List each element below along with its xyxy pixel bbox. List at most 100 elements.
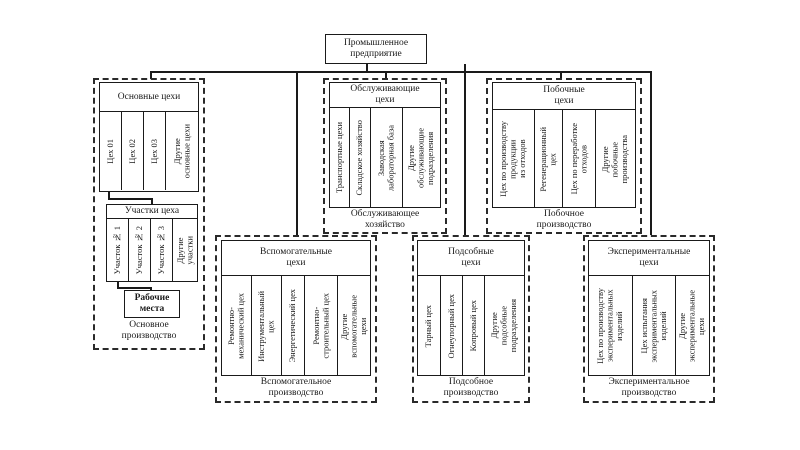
main-workshops-header: Основные цехи — [100, 83, 198, 112]
main-item-label: Цех 03 — [148, 138, 159, 164]
auxiliary-item: Энергетический цех — [282, 276, 305, 376]
section-item-label: Участок № 3 — [155, 225, 166, 275]
root-node-enterprise: Промышленное предприятие — [325, 34, 427, 64]
service-item: Заводская лабораторная база — [371, 108, 403, 208]
subsidiary-item-label: Тарный цех — [423, 304, 434, 348]
group-service — [323, 78, 447, 234]
service-item-label: Заводская лабораторная база — [376, 124, 396, 192]
connector-service-drop — [385, 71, 387, 79]
group-auxiliary — [215, 235, 377, 403]
byproduct-item: Другие побочные производства — [596, 110, 635, 208]
subsidiary-title: Подсобные цехи — [448, 247, 494, 268]
connector-aux-vertical — [296, 71, 298, 235]
connector-main-to-sections-v2 — [151, 198, 153, 204]
subsidiary-item-label: Копровый цех — [467, 300, 478, 352]
auxiliary-item: Другие вспомогательные цехи — [338, 276, 370, 376]
service-caption: Обслуживающее хозяйство — [350, 209, 420, 230]
byproduct-item: Регенерационный цех — [535, 110, 563, 208]
main-item: Цех 03 — [144, 112, 166, 190]
group-byproduct — [486, 78, 642, 234]
connector-sub-vertical — [464, 64, 466, 235]
service-item-label: Другие обслуживающие подразделения — [406, 127, 436, 189]
subsidiary-workshops-box: Подсобные цехи Тарный цех Огнеупорный це… — [417, 240, 525, 376]
experimental-header: Экспериментальные цехи — [589, 241, 709, 276]
main-item: Цех 02 — [122, 112, 144, 190]
experimental-item: Цех по производству экспериментальных из… — [589, 276, 633, 376]
byproduct-item-label: Регенерационный цех — [538, 126, 558, 192]
main-item-label: Цех 01 — [104, 138, 115, 164]
auxiliary-item-label: Другие вспомогательные цехи — [338, 294, 368, 358]
connector-sections-to-workplaces — [117, 282, 119, 288]
section-item-label: Участок № 2 — [133, 225, 144, 275]
auxiliary-item-label: Инструментальный цех — [256, 290, 276, 362]
main-workshops-title: Основные цехи — [117, 91, 181, 102]
byproduct-item: Цех по производству продукции из отходов — [493, 110, 535, 208]
sections-header: Участки цеха — [107, 205, 197, 219]
main-item-label: Другие основные цехи — [171, 123, 192, 179]
auxiliary-caption: Вспомогательное производство — [260, 377, 332, 398]
service-item-label: Транспортные цехи — [333, 122, 344, 194]
byproduct-item-label: Цех по переработке отходов — [568, 123, 589, 195]
auxiliary-item: Ремонтно- механический цех — [222, 276, 252, 376]
subsidiary-item: Копровый цех — [463, 276, 485, 376]
experimental-item: Цех испытания экспериментальных изделий — [633, 276, 676, 376]
main-item: Цех 01 — [100, 112, 122, 190]
byproduct-item-label: Другие побочные производства — [600, 134, 630, 184]
section-item: Другие участки — [173, 219, 197, 281]
auxiliary-item-label: Энергетический цех — [287, 289, 298, 363]
connector-sections-to-workplaces-h — [117, 287, 151, 289]
auxiliary-item-label: Ремонтно- механический цех — [226, 293, 246, 359]
service-item: Другие обслуживающие подразделения — [403, 108, 440, 208]
main-workshops-box: Основные цехи Цех 01 Цех 02 Цех 03 Други… — [99, 82, 199, 192]
main-production-caption: Основное производство — [121, 320, 177, 341]
byproduct-workshops-box: Побочные цехи Цех по производству продук… — [492, 82, 636, 208]
service-header: Обслуживающие цехи — [330, 83, 440, 108]
group-main-production — [93, 78, 205, 350]
sections-box: Участки цеха Участок № 1 Участок № 2 Уча… — [106, 204, 198, 282]
main-item: Другие основные цехи — [166, 112, 198, 190]
connector-sections-to-workplaces-v2 — [150, 287, 152, 291]
connector-top-bus — [150, 71, 640, 73]
byproduct-item-label: Цех по производству продукции из отходов — [498, 121, 528, 197]
experimental-title: Экспериментальные цехи — [607, 247, 691, 268]
connector-exp-top — [603, 71, 651, 73]
workplaces-box: Рабочие места — [124, 290, 180, 318]
auxiliary-item-label: Ремонтно- строительный цех — [310, 293, 331, 359]
experimental-item-label: Цех испытания экспериментальных изделий — [638, 289, 668, 363]
service-item: Складское хозяйство — [350, 108, 371, 208]
experimental-item-label: Цех по производству экспериментальных из… — [595, 288, 625, 364]
experimental-workshops-box: Экспериментальные цехи Цех по производст… — [588, 240, 710, 376]
connector-main-drop — [150, 71, 152, 79]
byproduct-title: Побочные цехи — [543, 85, 585, 106]
connector-byproduct-drop — [560, 71, 562, 79]
subsidiary-item: Огнеупорный цех — [441, 276, 463, 376]
service-title: Обслуживающие цехи — [350, 84, 420, 105]
service-item-label: Складское хозяйство — [354, 120, 365, 196]
subsidiary-item-label: Другие подсобные подразделения — [489, 299, 519, 353]
auxiliary-header: Вспомогательные цехи — [222, 241, 370, 276]
auxiliary-item: Ремонтно- строительный цех — [305, 276, 338, 376]
section-item: Участок № 3 — [151, 219, 173, 281]
byproduct-caption: Побочное производство — [536, 209, 592, 230]
main-item-label: Цех 02 — [126, 138, 137, 164]
subsidiary-item: Тарный цех — [418, 276, 441, 376]
subsidiary-item: Другие подсобные подразделения — [485, 276, 524, 376]
subsidiary-header: Подсобные цехи — [418, 241, 524, 276]
byproduct-header: Побочные цехи — [493, 83, 635, 110]
connector-exp-vertical — [650, 71, 652, 235]
connector-main-to-sections — [108, 192, 110, 199]
byproduct-item: Цех по переработке отходов — [563, 110, 596, 208]
auxiliary-title: Вспомогательные цехи — [260, 247, 332, 268]
experimental-item-label: Другие экспериментальные цехи — [677, 290, 707, 362]
subsidiary-caption: Подсобное производство — [443, 377, 499, 398]
experimental-caption: Экспериментальное производство — [608, 377, 690, 398]
section-item: Участок № 2 — [129, 219, 151, 281]
section-item-label: Участок № 1 — [111, 225, 122, 275]
subsidiary-item-label: Огнеупорный цех — [445, 293, 456, 359]
service-workshops-box: Обслуживающие цехи Транспортные цехи Скл… — [329, 82, 441, 208]
service-item: Транспортные цехи — [330, 108, 350, 208]
experimental-item: Другие экспериментальные цехи — [676, 276, 709, 376]
group-experimental — [583, 235, 715, 403]
section-item: Участок № 1 — [107, 219, 129, 281]
section-item-label: Другие участки — [174, 235, 195, 265]
